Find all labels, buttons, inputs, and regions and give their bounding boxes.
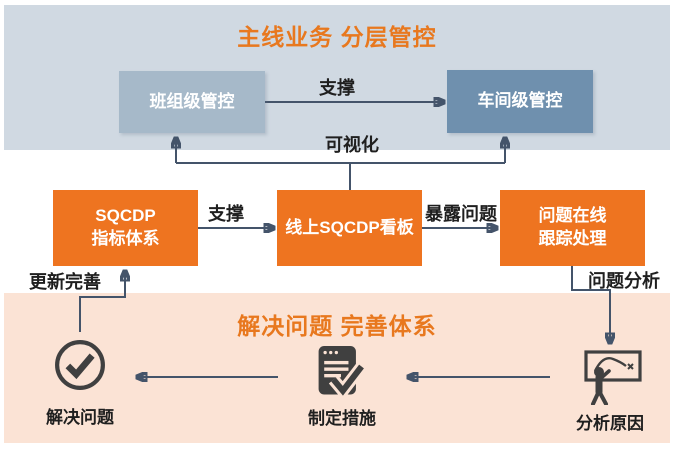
bottom-band-title: 解决问题 完善体系: [237, 313, 437, 339]
checklist-document-icon: [313, 344, 369, 409]
box-online-sqcdp-dashboard: 线上SQCDP看板: [277, 190, 422, 266]
label-update-improve: 更新完善: [29, 272, 101, 292]
label-issue-analysis: 问题分析: [588, 271, 660, 291]
label-solve-problem: 解决问题: [46, 408, 114, 427]
box-online-issue-tracking: 问题在线 跟踪处理: [500, 190, 645, 266]
top-band-title: 主线业务 分层管控: [237, 24, 437, 50]
box-workshop-level-control: 车间级管控: [447, 70, 593, 133]
label-make-measures: 制定措施: [308, 409, 376, 428]
box-sqcdp-indicator-system: SQCDP 指标体系: [53, 190, 198, 266]
label-expose-issues: 暴露问题: [425, 204, 497, 224]
label-support-mid: 支撑: [208, 204, 244, 224]
check-circle-icon: [52, 337, 108, 398]
label-analyze-cause: 分析原因: [576, 414, 644, 433]
label-support-top: 支撑: [319, 78, 355, 98]
box-team-level-control: 班组级管控: [119, 71, 265, 133]
presentation-board-icon: [579, 349, 643, 410]
label-visualize: 可视化: [325, 135, 379, 155]
